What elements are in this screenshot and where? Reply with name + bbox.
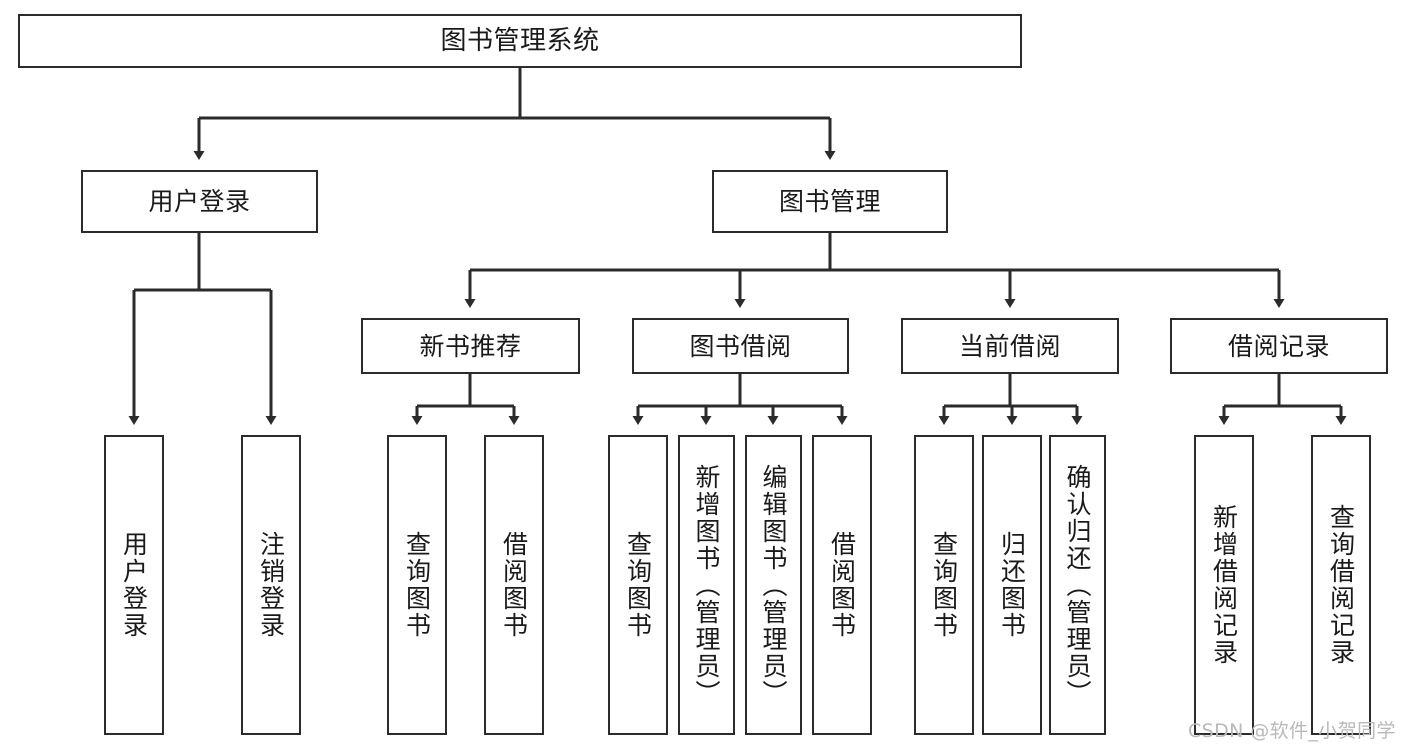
node-leaf-query-book-recommend[interactable]: 查询图书 xyxy=(387,435,447,735)
node-leaf-user-login-label: 用户登录 xyxy=(119,531,149,639)
node-leaf-user-logout[interactable]: 注销登录 xyxy=(241,435,301,735)
node-leaf-borrow-book-recommend[interactable]: 借阅图书 xyxy=(484,435,544,735)
node-leaf-user-login[interactable]: 用户登录 xyxy=(104,435,164,735)
node-user-login[interactable]: 用户登录 xyxy=(81,170,318,233)
node-new-book-recommend[interactable]: 新书推荐 xyxy=(361,318,580,374)
node-leaf-add-borrow-record[interactable]: 新增借阅记录 xyxy=(1194,435,1254,735)
node-root[interactable]: 图书管理系统 xyxy=(18,14,1022,68)
node-leaf-confirm-return-label: 确认归还（管理员） xyxy=(1063,463,1092,707)
node-leaf-confirm-return[interactable]: 确认归还（管理员） xyxy=(1049,435,1106,735)
node-book-borrow[interactable]: 图书借阅 xyxy=(632,318,849,374)
csdn-watermark: CSDN @软件_小贺同学 xyxy=(1188,720,1396,742)
node-leaf-query-book-borrow[interactable]: 查询图书 xyxy=(608,435,668,735)
node-leaf-add-book-label: 新增图书（管理员） xyxy=(692,463,721,707)
node-book-manage-label: 图书管理 xyxy=(778,187,881,216)
node-leaf-query-book-recommend-label: 查询图书 xyxy=(402,531,432,639)
node-borrow-record[interactable]: 借阅记录 xyxy=(1170,318,1388,374)
node-borrow-record-label: 借阅记录 xyxy=(1227,331,1330,361)
node-root-label: 图书管理系统 xyxy=(440,25,600,56)
node-leaf-query-book-current-label: 查询图书 xyxy=(929,531,959,639)
node-leaf-return-book-label: 归还图书 xyxy=(997,531,1027,639)
node-leaf-edit-book[interactable]: 编辑图书（管理员） xyxy=(745,435,802,735)
node-book-manage[interactable]: 图书管理 xyxy=(712,170,948,233)
node-leaf-query-book-borrow-label: 查询图书 xyxy=(623,531,653,639)
node-current-borrow-label: 当前借阅 xyxy=(958,331,1061,361)
node-new-book-recommend-label: 新书推荐 xyxy=(419,331,522,361)
node-leaf-return-book[interactable]: 归还图书 xyxy=(982,435,1042,735)
node-leaf-user-logout-label: 注销登录 xyxy=(256,531,286,639)
node-leaf-borrow-book-label: 借阅图书 xyxy=(827,531,857,639)
node-user-login-label: 用户登录 xyxy=(148,187,251,216)
node-book-borrow-label: 图书借阅 xyxy=(689,331,792,361)
node-leaf-borrow-book[interactable]: 借阅图书 xyxy=(812,435,872,735)
node-leaf-add-book[interactable]: 新增图书（管理员） xyxy=(678,435,735,735)
node-leaf-borrow-book-recommend-label: 借阅图书 xyxy=(499,531,529,639)
node-leaf-query-book-current[interactable]: 查询图书 xyxy=(914,435,974,735)
node-leaf-query-borrow-record[interactable]: 查询借阅记录 xyxy=(1311,435,1371,735)
node-leaf-query-borrow-record-label: 查询借阅记录 xyxy=(1326,504,1356,666)
node-current-borrow[interactable]: 当前借阅 xyxy=(901,318,1119,374)
node-leaf-add-borrow-record-label: 新增借阅记录 xyxy=(1209,504,1239,666)
node-leaf-edit-book-label: 编辑图书（管理员） xyxy=(759,463,788,707)
